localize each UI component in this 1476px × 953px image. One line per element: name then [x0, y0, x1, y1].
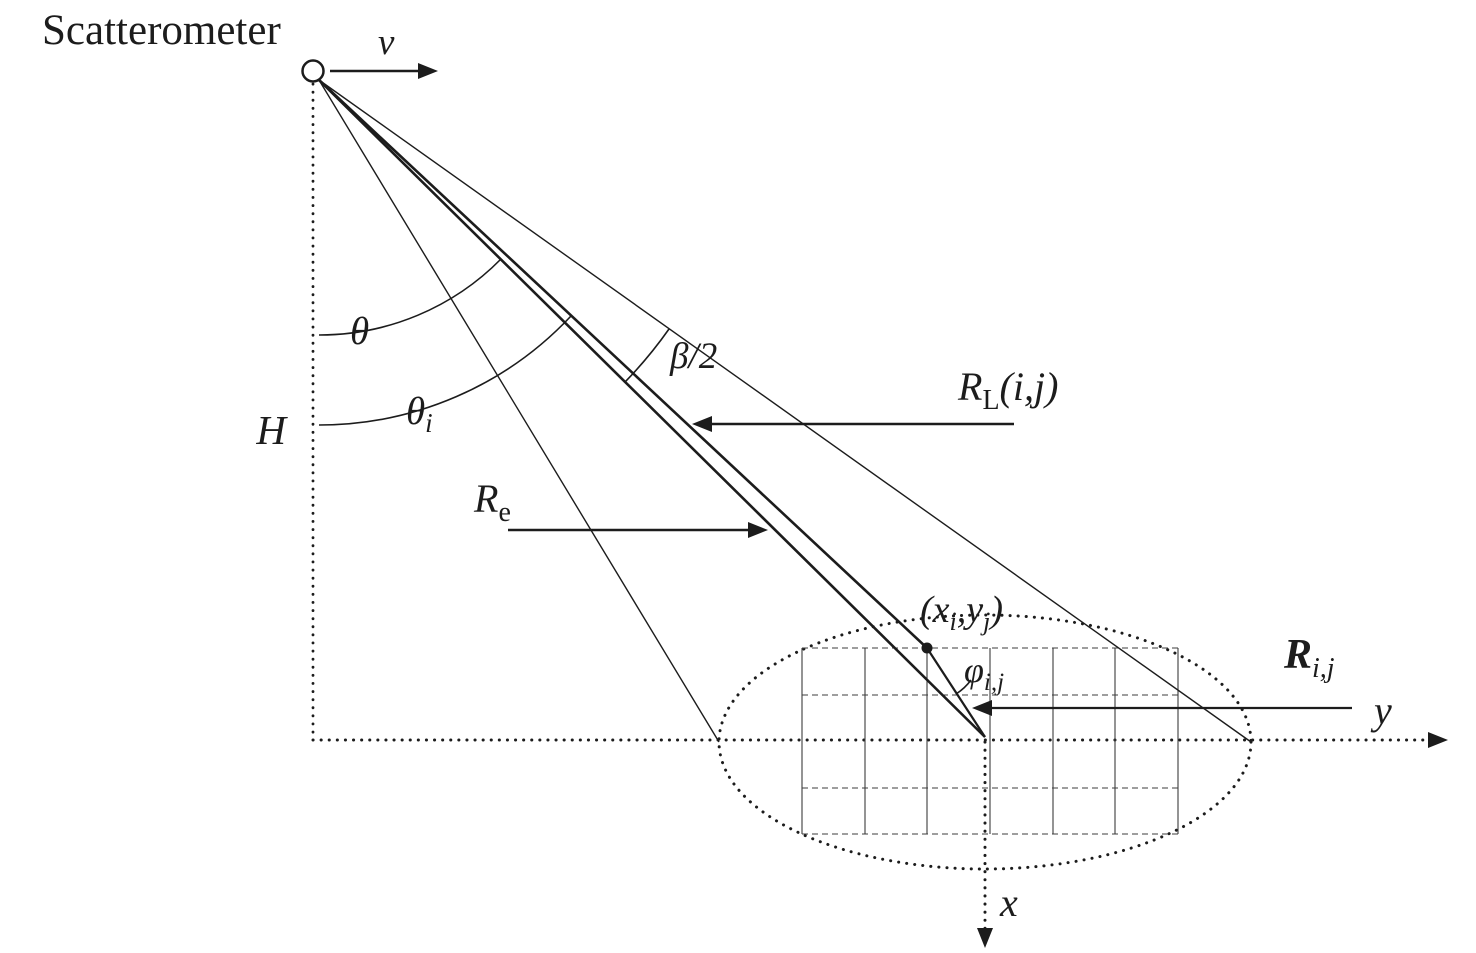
theta-i-base: θ [406, 390, 425, 433]
earth-range-base: R [473, 476, 498, 521]
grid-point-sub1: i [950, 607, 957, 636]
slant-range-args: (i,j) [1000, 364, 1059, 409]
grid-point-label: (xi,yj) [920, 589, 1003, 636]
ground-vector-sub: i,j [1312, 653, 1335, 684]
theta-i-sub: i [425, 408, 433, 438]
scatterometer-label: Scatterometer [42, 7, 281, 54]
x-axis-label: x [999, 880, 1018, 925]
azimuth-sub: i,j [984, 669, 1004, 696]
earth-range-line [318, 79, 986, 738]
grid-point-p3: ) [988, 589, 1003, 631]
theta-i-label: θi [406, 390, 433, 438]
azimuth-angle-label: φi,j [964, 650, 1004, 696]
theta-label: θ [350, 310, 369, 353]
earth-range-arrowhead [748, 522, 768, 538]
earth-range-sub: e [498, 497, 510, 528]
velocity-label: v [378, 22, 395, 63]
theta-arc [318, 258, 502, 336]
x-axis-arrowhead [977, 928, 993, 948]
y-axis-arrowhead [1428, 732, 1448, 748]
beta-half-arc [624, 328, 670, 383]
beta-half-label: β/2 [669, 336, 717, 377]
height-label: H [255, 407, 288, 453]
grid-point-p2: ,y [957, 589, 984, 631]
beam-edge-right-line [318, 79, 1252, 743]
theta-i-arc [318, 315, 572, 426]
ground-vector-line [926, 647, 986, 738]
beam-edge-left-line [318, 79, 720, 743]
y-axis-label: y [1370, 688, 1392, 733]
velocity-arrowhead [418, 63, 438, 79]
azimuth-angle-arc [955, 679, 972, 695]
earth-range-label: Re [473, 476, 511, 528]
grid-point-p1: (x [920, 589, 950, 631]
scatterometer-sensor [301, 59, 325, 83]
grid-point-sub2: j [980, 607, 990, 636]
ground-vector-arrowhead [972, 700, 992, 716]
ground-vector-base: R [1283, 632, 1312, 678]
slant-range-label: RL(i,j) [957, 364, 1058, 416]
slant-range-base: R [957, 364, 982, 409]
azimuth-base: φ [964, 650, 984, 690]
grid-point-dot [921, 642, 933, 654]
resolution-grid [801, 647, 1179, 835]
slant-range-line [318, 79, 928, 649]
ground-vector-label: Ri,j [1283, 632, 1335, 684]
slant-range-sub: L [982, 385, 999, 416]
slant-range-arrowhead [692, 416, 712, 432]
